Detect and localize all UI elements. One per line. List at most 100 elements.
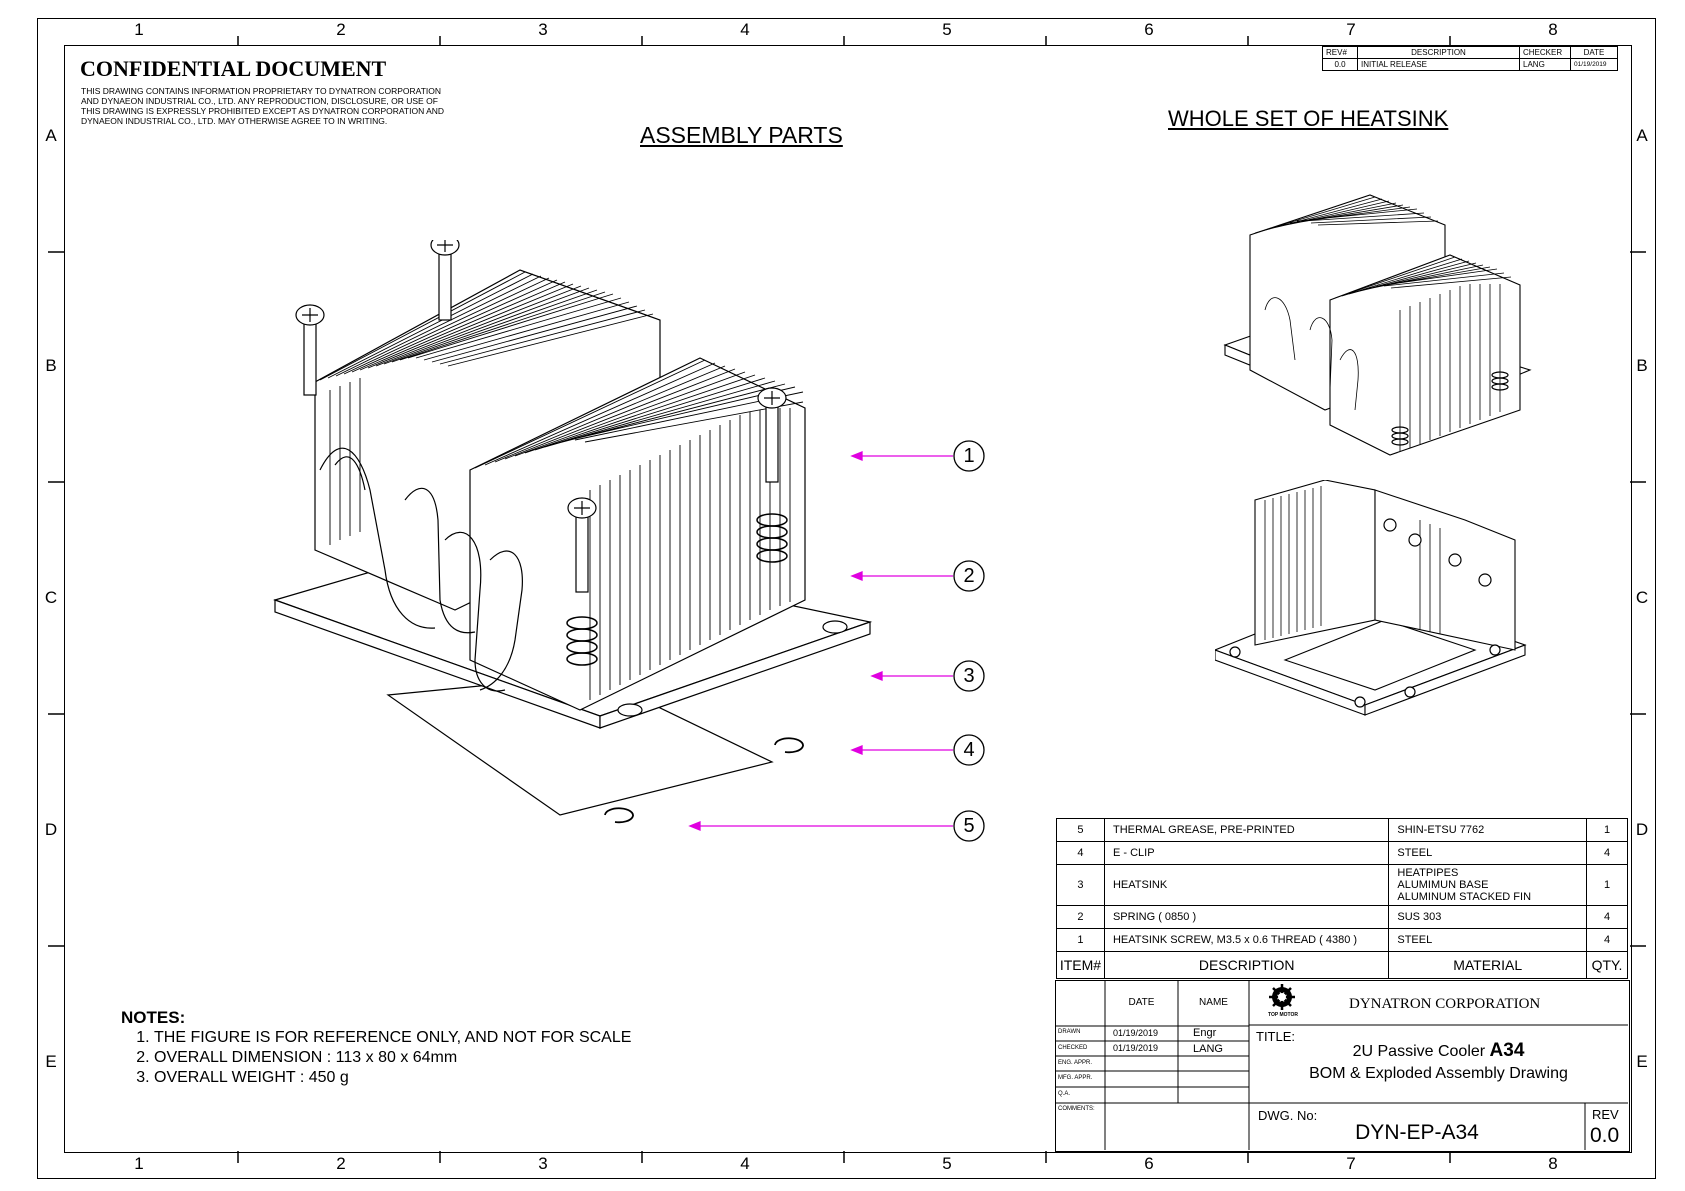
- bom-material-line: ALUMINUM STACKED FIN: [1397, 891, 1532, 903]
- tb-row-label: ENG. APPR.: [1058, 1060, 1093, 1066]
- tb-row-date: 01/19/2019: [1113, 1043, 1159, 1053]
- zone-row-label: A: [45, 126, 57, 145]
- tb-col-date: DATE: [1128, 997, 1155, 1008]
- title-label: TITLE:: [1256, 1029, 1296, 1044]
- zone-col-label: 2: [336, 1154, 346, 1173]
- zone-col-label: 8: [1548, 1154, 1558, 1173]
- tb-row-label: MFG. APPR.: [1058, 1075, 1093, 1081]
- rev-label: REV: [1592, 1107, 1619, 1122]
- bom-row: 4 E - CLIP STEEL 4: [1056, 841, 1628, 865]
- bom-header-material: MATERIAL: [1388, 951, 1587, 979]
- bom-header-qty: QTY.: [1586, 951, 1628, 979]
- balloon-label: 2: [963, 565, 975, 587]
- notes-list: THE FIGURE IS FOR REFERENCE ONLY, AND NO…: [110, 1028, 631, 1088]
- bom-row: 3 HEATSINK HEATPIPES ALUMIMUN BASE ALUMI…: [1056, 864, 1628, 906]
- zone-col-label: 3: [538, 20, 548, 39]
- model-number: A34: [1489, 1040, 1525, 1061]
- rev-cell: 0.0: [1322, 58, 1358, 71]
- balloon-label: 4: [963, 739, 975, 761]
- zone-col-label: 1: [134, 20, 144, 39]
- rev-cell: 01/19/2019: [1570, 58, 1618, 71]
- zone-col-label: 2: [336, 20, 346, 39]
- note-item: OVERALL WEIGHT : 450 g: [154, 1068, 631, 1088]
- notice-line: THIS DRAWING CONTAINS INFORMATION PROPRI…: [81, 86, 442, 96]
- zone-row-label: E: [45, 1052, 57, 1071]
- notes-title-text: NOTES: [121, 1008, 180, 1027]
- bom-description: THERMAL GREASE, PRE-PRINTED: [1103, 818, 1390, 842]
- zone-col-label: 7: [1346, 20, 1356, 39]
- screws: [295, 240, 787, 593]
- balloon-2: [953, 560, 985, 592]
- tb-row-name: Engr: [1193, 1027, 1217, 1039]
- zone-col-label: 3: [538, 1154, 548, 1173]
- tb-row-date: 01/19/2019: [1113, 1028, 1159, 1038]
- inner-frame: [64, 45, 1632, 1153]
- drawing-title-line2: BOM & Exploded Assembly Drawing: [1309, 1065, 1568, 1082]
- zone-row-label: D: [44, 820, 58, 839]
- bom-row: 2 SPRING ( 0850 ) SUS 303 4: [1056, 905, 1628, 929]
- exploded-heatsink-drawing: [273, 240, 873, 824]
- zone-col-label: 5: [942, 1154, 952, 1173]
- zone-col-label: 1: [134, 1154, 144, 1173]
- drawing-title-line1: 2U Passive Cooler A34: [1249, 1040, 1628, 1062]
- rev-cell: LANG: [1519, 58, 1571, 71]
- zone-row-label: D: [1635, 820, 1649, 839]
- bom-material-line: ALUMIMUN BASE: [1397, 879, 1489, 891]
- bom-item: 1: [1056, 928, 1105, 952]
- tb-row-label: CHECKED: [1058, 1045, 1088, 1051]
- notice-line: AND DYNAEON INDUSTRIAL CO., LTD. ANY REP…: [81, 96, 438, 106]
- balloon-label: 1: [963, 445, 975, 467]
- heatsink-top-view: [1223, 194, 1532, 456]
- logo-text: TOP MOTOR: [1268, 1012, 1299, 1018]
- bom-item: 5: [1056, 818, 1105, 842]
- zone-row-label: B: [1636, 356, 1648, 375]
- zone-row-label: E: [1636, 1052, 1648, 1071]
- bom-qty: 4: [1586, 928, 1628, 952]
- assembly-parts-title: ASSEMBLY PARTS: [640, 122, 843, 148]
- bom-qty: 1: [1586, 864, 1628, 906]
- bom-description: HEATSINK: [1103, 864, 1390, 906]
- bom-table: 5 THERMAL GREASE, PRE-PRINTED SHIN-ETSU …: [1056, 818, 1628, 979]
- zone-col-label: 4: [740, 1154, 750, 1173]
- rev-value: 0.0: [1590, 1124, 1620, 1147]
- drawing-title-text: 2U Passive Cooler: [1352, 1043, 1490, 1060]
- bom-description: SPRING ( 0850 ): [1103, 905, 1390, 929]
- company-name: DYNATRON CORPORATION: [1349, 996, 1541, 1012]
- note-item: THE FIGURE IS FOR REFERENCE ONLY, AND NO…: [154, 1028, 631, 1048]
- tb-row-label: DRAWN: [1058, 1029, 1081, 1035]
- confidential-notice: THIS DRAWING CONTAINS INFORMATION PROPRI…: [81, 86, 444, 126]
- top-motor-logo-icon: [1269, 984, 1295, 1010]
- bom-header-row: ITEM# DESCRIPTION MATERIAL QTY.: [1056, 951, 1628, 979]
- title-block: [1055, 980, 1630, 1152]
- zone-row-label: C: [44, 588, 58, 607]
- bom-qty: 4: [1586, 841, 1628, 865]
- balloon-5: [953, 810, 985, 842]
- dwg-number: DYN-EP-A34: [1355, 1121, 1479, 1144]
- bom-header-item: ITEM#: [1056, 951, 1105, 979]
- balloon-3: [953, 660, 985, 692]
- notes-title: NOTES:: [121, 1008, 186, 1027]
- springs: [566, 513, 788, 666]
- zone-col-label: 6: [1144, 20, 1154, 39]
- balloon-label: 3: [963, 665, 975, 687]
- dwg-label: DWG. No:: [1258, 1108, 1318, 1123]
- balloon-label: 5: [963, 815, 975, 837]
- outer-frame: [37, 18, 1656, 1179]
- zone-row-label: C: [1635, 588, 1649, 607]
- confidential-title: CONFIDENTIAL DOCUMENT: [80, 56, 387, 81]
- zone-col-label: 7: [1346, 1154, 1356, 1173]
- heatsink-bottom-view: [1215, 480, 1527, 716]
- zone-col-label: 6: [1144, 1154, 1154, 1173]
- zone-col-label: 4: [740, 20, 750, 39]
- balloon-1: [953, 440, 985, 472]
- zone-col-label: 8: [1548, 20, 1558, 39]
- e-clips: [604, 737, 804, 824]
- bom-description: E - CLIP: [1103, 841, 1390, 865]
- tb-row-name: LANG: [1193, 1043, 1223, 1055]
- zone-row-label: A: [1636, 126, 1648, 145]
- tb-col-name: NAME: [1199, 997, 1228, 1008]
- zone-col-label: 5: [942, 20, 952, 39]
